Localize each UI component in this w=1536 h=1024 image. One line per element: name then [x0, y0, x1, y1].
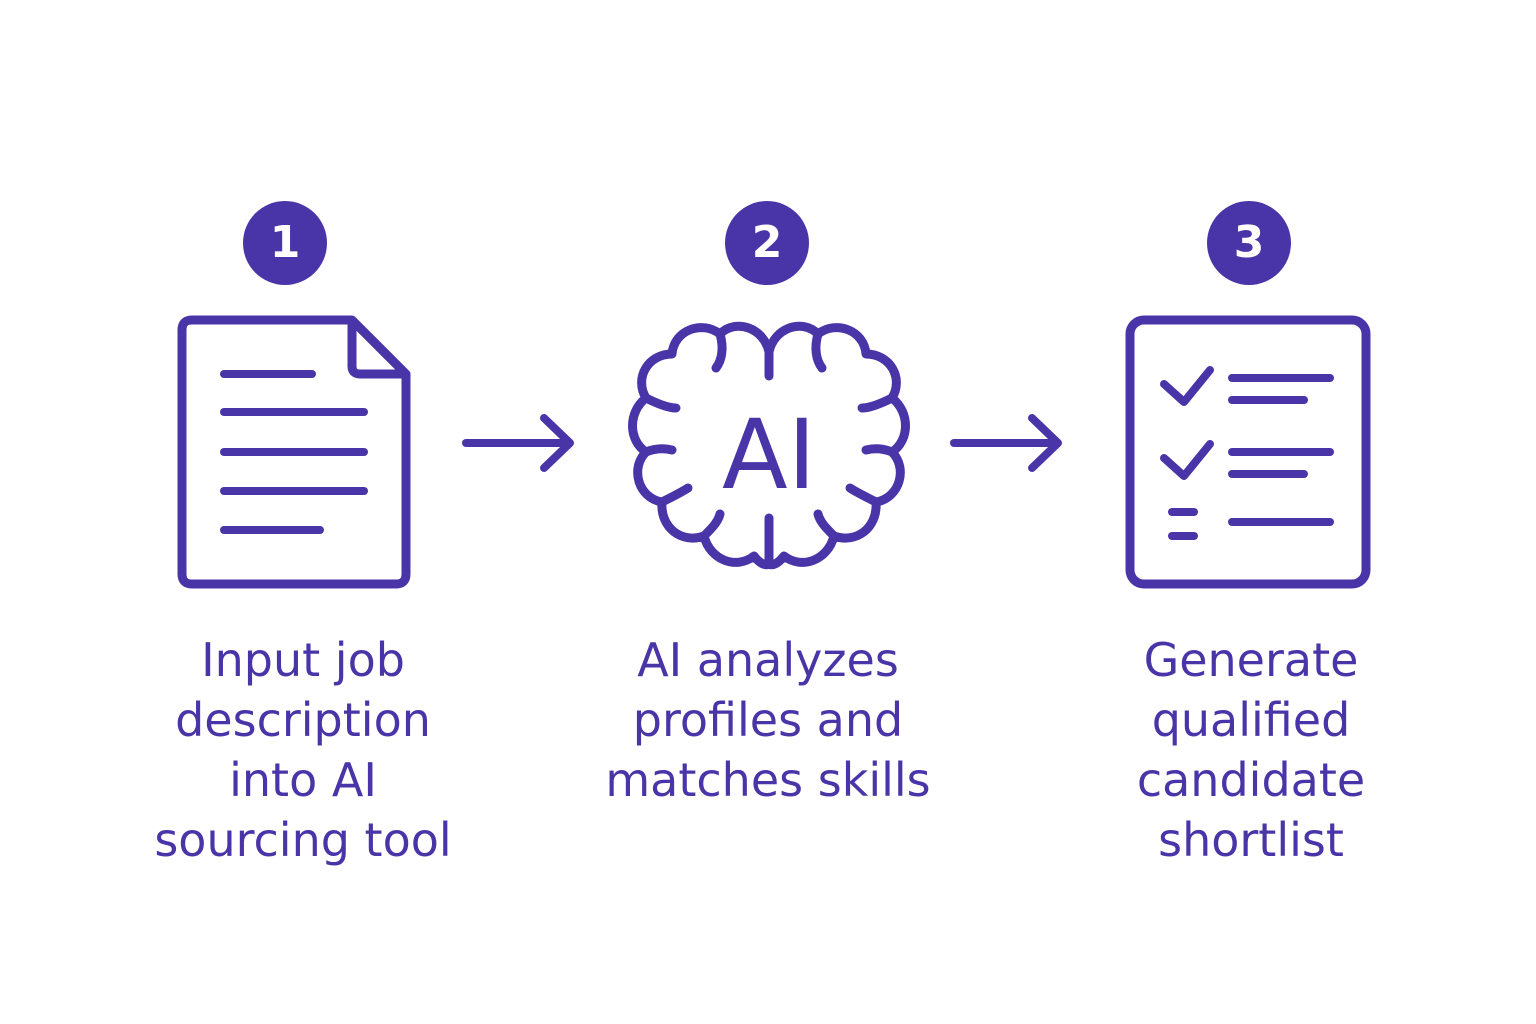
step-2-label: AI analyzes profiles and matches skills	[605, 633, 931, 807]
ai-brain-icon: AI	[628, 321, 910, 570]
step-3-label: Generate qualified candidate shortlist	[1136, 633, 1366, 867]
step-3-number-badge: 3	[1207, 201, 1291, 285]
document-icon	[177, 315, 411, 589]
ai-icon-text: AI	[722, 399, 816, 511]
step-1-label: Input job description into AI sourcing t…	[154, 633, 452, 867]
step-1-number-badge: 1	[243, 201, 327, 285]
arrow-right-icon	[950, 414, 1062, 472]
checklist-icon	[1125, 315, 1371, 589]
arrow-right-icon	[462, 414, 574, 472]
step-2-number-badge: 2	[725, 201, 809, 285]
